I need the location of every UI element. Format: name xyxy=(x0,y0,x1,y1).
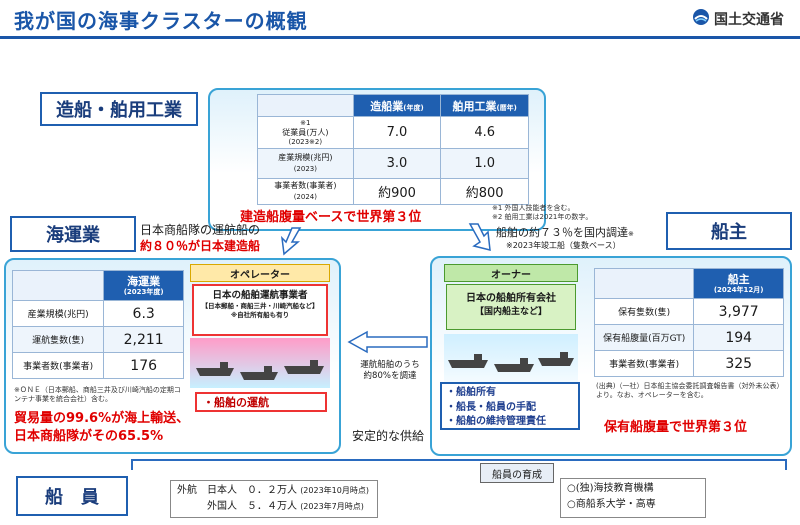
shipbuilding-label: 造船・舶用工業 xyxy=(40,92,198,126)
shipping-table-header: 海運業 (2023年度) xyxy=(103,270,184,301)
arrow-down-left-icon xyxy=(280,227,302,256)
crew-counts-box: 外航 日本人 ０．２万人 (2023年10月時点) 外国人 ５．４万人 (202… xyxy=(170,480,378,518)
row-value: 325 xyxy=(693,350,784,377)
supply-text: 安定的な供給 xyxy=(352,429,425,443)
owner-table-header: 船主 (2024年12月) xyxy=(693,268,784,299)
row-value: 4.6 xyxy=(440,116,529,149)
row-value: 194 xyxy=(693,324,784,351)
page-title: 我が国の海事クラスターの概観 xyxy=(14,9,308,33)
row-label: 保有船腹量(百万GT) xyxy=(593,324,695,351)
list-item: ・船舶所有 xyxy=(446,387,496,398)
table-corner xyxy=(593,268,695,299)
owner-label: 船主 xyxy=(666,212,792,250)
owner-card: 日本の船舶所有会社 【国内船主など】 xyxy=(446,284,576,330)
shipping-table: 海運業 (2023年度) 産業規模(兆円) 6.3 運航隻数(隻) 2,211 … xyxy=(11,270,184,379)
crew-institutions-box: ○(独)海技教育機構 ○商船系大学・高専 xyxy=(560,478,706,518)
table-corner xyxy=(11,270,105,301)
operator-ships-image xyxy=(190,338,330,388)
shipping-highlight: 貿易量の99.6%が海上輸送、 日本商船隊がその65.5% xyxy=(14,411,190,444)
row-label: 事業者数(事業者) (2024) xyxy=(257,178,354,205)
operator-header: オペレーター xyxy=(190,264,330,282)
list-item: ・船舶の維持管理責任 xyxy=(446,416,546,427)
row-label: ※1 従業員(万人) (2023※2) xyxy=(257,116,354,149)
table-row: 事業者数(事業者) 325 xyxy=(593,350,784,377)
crew-training-label: 船員の育成 xyxy=(480,463,554,483)
owner-table: 船主 (2024年12月) 保有隻数(隻) 3,977 保有船腹量(百万GT) … xyxy=(593,268,784,377)
charter-text: 運航船舶のうち 約80%を調達 xyxy=(360,360,420,382)
row-value: 3,977 xyxy=(693,298,784,325)
owner-highlight: 保有船腹量で世界第３位 xyxy=(604,420,748,435)
row-value: 約900 xyxy=(352,178,442,205)
shipbuilding-col1-header: 造船業(年度) xyxy=(352,94,442,117)
shipbuilding-table: 造船業(年度) 舶用工業(暦年) ※1 従業員(万人) (2023※2) 7.0… xyxy=(257,94,529,205)
shipping-label: 海運業 xyxy=(10,216,136,252)
ministry-logo: 国土交通省 xyxy=(692,8,784,30)
shipbuilding-col2-header: 舶用工業(暦年) xyxy=(440,94,529,117)
row-value: 約800 xyxy=(440,178,529,205)
table-row: 事業者数(事業者) (2024) 約900 約800 xyxy=(257,178,529,205)
row-label: 産業規模(兆円) (2023) xyxy=(257,148,354,179)
table-row: ※1 従業員(万人) (2023※2) 7.0 4.6 xyxy=(257,116,529,149)
row-label: 産業規模(兆円) xyxy=(11,300,105,327)
row-value: 6.3 xyxy=(103,300,184,327)
table-row: 事業者数(事業者) 176 xyxy=(11,352,184,379)
shipbuilding-notes: ※1 外国人技能者を含む。 ※2 舶用工業は2021年の数字。 xyxy=(492,204,593,222)
arrow-down-right-icon xyxy=(468,223,491,251)
operator-caption: ・船舶の運航 xyxy=(195,392,327,412)
shipping-arrow-text: 日本商船隊の運航船の 約８０％が日本建造船 xyxy=(140,223,261,254)
list-item: ・船長・船員の手配 xyxy=(446,401,536,413)
owner-items: ・船舶所有 ・船長・船員の手配 ・船舶の維持管理責任 xyxy=(440,382,580,430)
row-value: 176 xyxy=(103,352,184,379)
table-row: 産業規模(兆円) 6.3 xyxy=(11,300,184,327)
table-row: 保有船腹量(百万GT) 194 xyxy=(593,324,784,351)
row-label: 保有隻数(隻) xyxy=(593,298,695,325)
table-row: 運航隻数(隻) 2,211 xyxy=(11,326,184,353)
ministry-emblem-icon xyxy=(692,8,710,30)
crew-bracket xyxy=(131,459,787,470)
operator-card: 日本の船舶運航事業者 【日本郵船・商船三井・川崎汽船など】 ※自社所有船も有り xyxy=(192,284,328,336)
table-row: 保有隻数(隻) 3,977 xyxy=(593,298,784,325)
crew-label: 船 員 xyxy=(16,476,128,516)
ship-icon xyxy=(196,360,324,380)
owner-ships-image xyxy=(444,334,578,382)
ministry-name: 国土交通省 xyxy=(714,12,784,28)
row-label: 事業者数(事業者) xyxy=(11,352,105,379)
row-value: 3.0 xyxy=(352,148,442,179)
table-row: 産業規模(兆円) (2023) 3.0 1.0 xyxy=(257,148,529,179)
owner-arrow-text: 船舶の約７３％を国内調達※ ※2023年竣工船（隻数ベース） xyxy=(496,226,634,251)
row-value: 2,211 xyxy=(103,326,184,353)
row-value: 1.0 xyxy=(440,148,529,179)
owner-header: オーナー xyxy=(444,264,578,282)
row-label: 運航隻数(隻) xyxy=(11,326,105,353)
row-label: 事業者数(事業者) xyxy=(593,350,695,377)
arrow-left-icon xyxy=(347,330,428,354)
shipping-note: ※ＯＮＥ（日本郵船、商船三井及び川崎汽船の定期コンテナ事業を統合会社）含む。 xyxy=(14,386,181,404)
ship-icon xyxy=(448,352,574,372)
header-divider xyxy=(0,36,800,39)
row-value: 7.0 xyxy=(352,116,442,149)
table-corner xyxy=(257,94,354,117)
owner-note: (出典)（一社）日本船主協会委託調査報告書（対外未公表）より。なお、オペレーター… xyxy=(596,382,784,400)
shipbuilding-highlight: 建造船腹量ベースで世界第３位 xyxy=(240,210,422,225)
